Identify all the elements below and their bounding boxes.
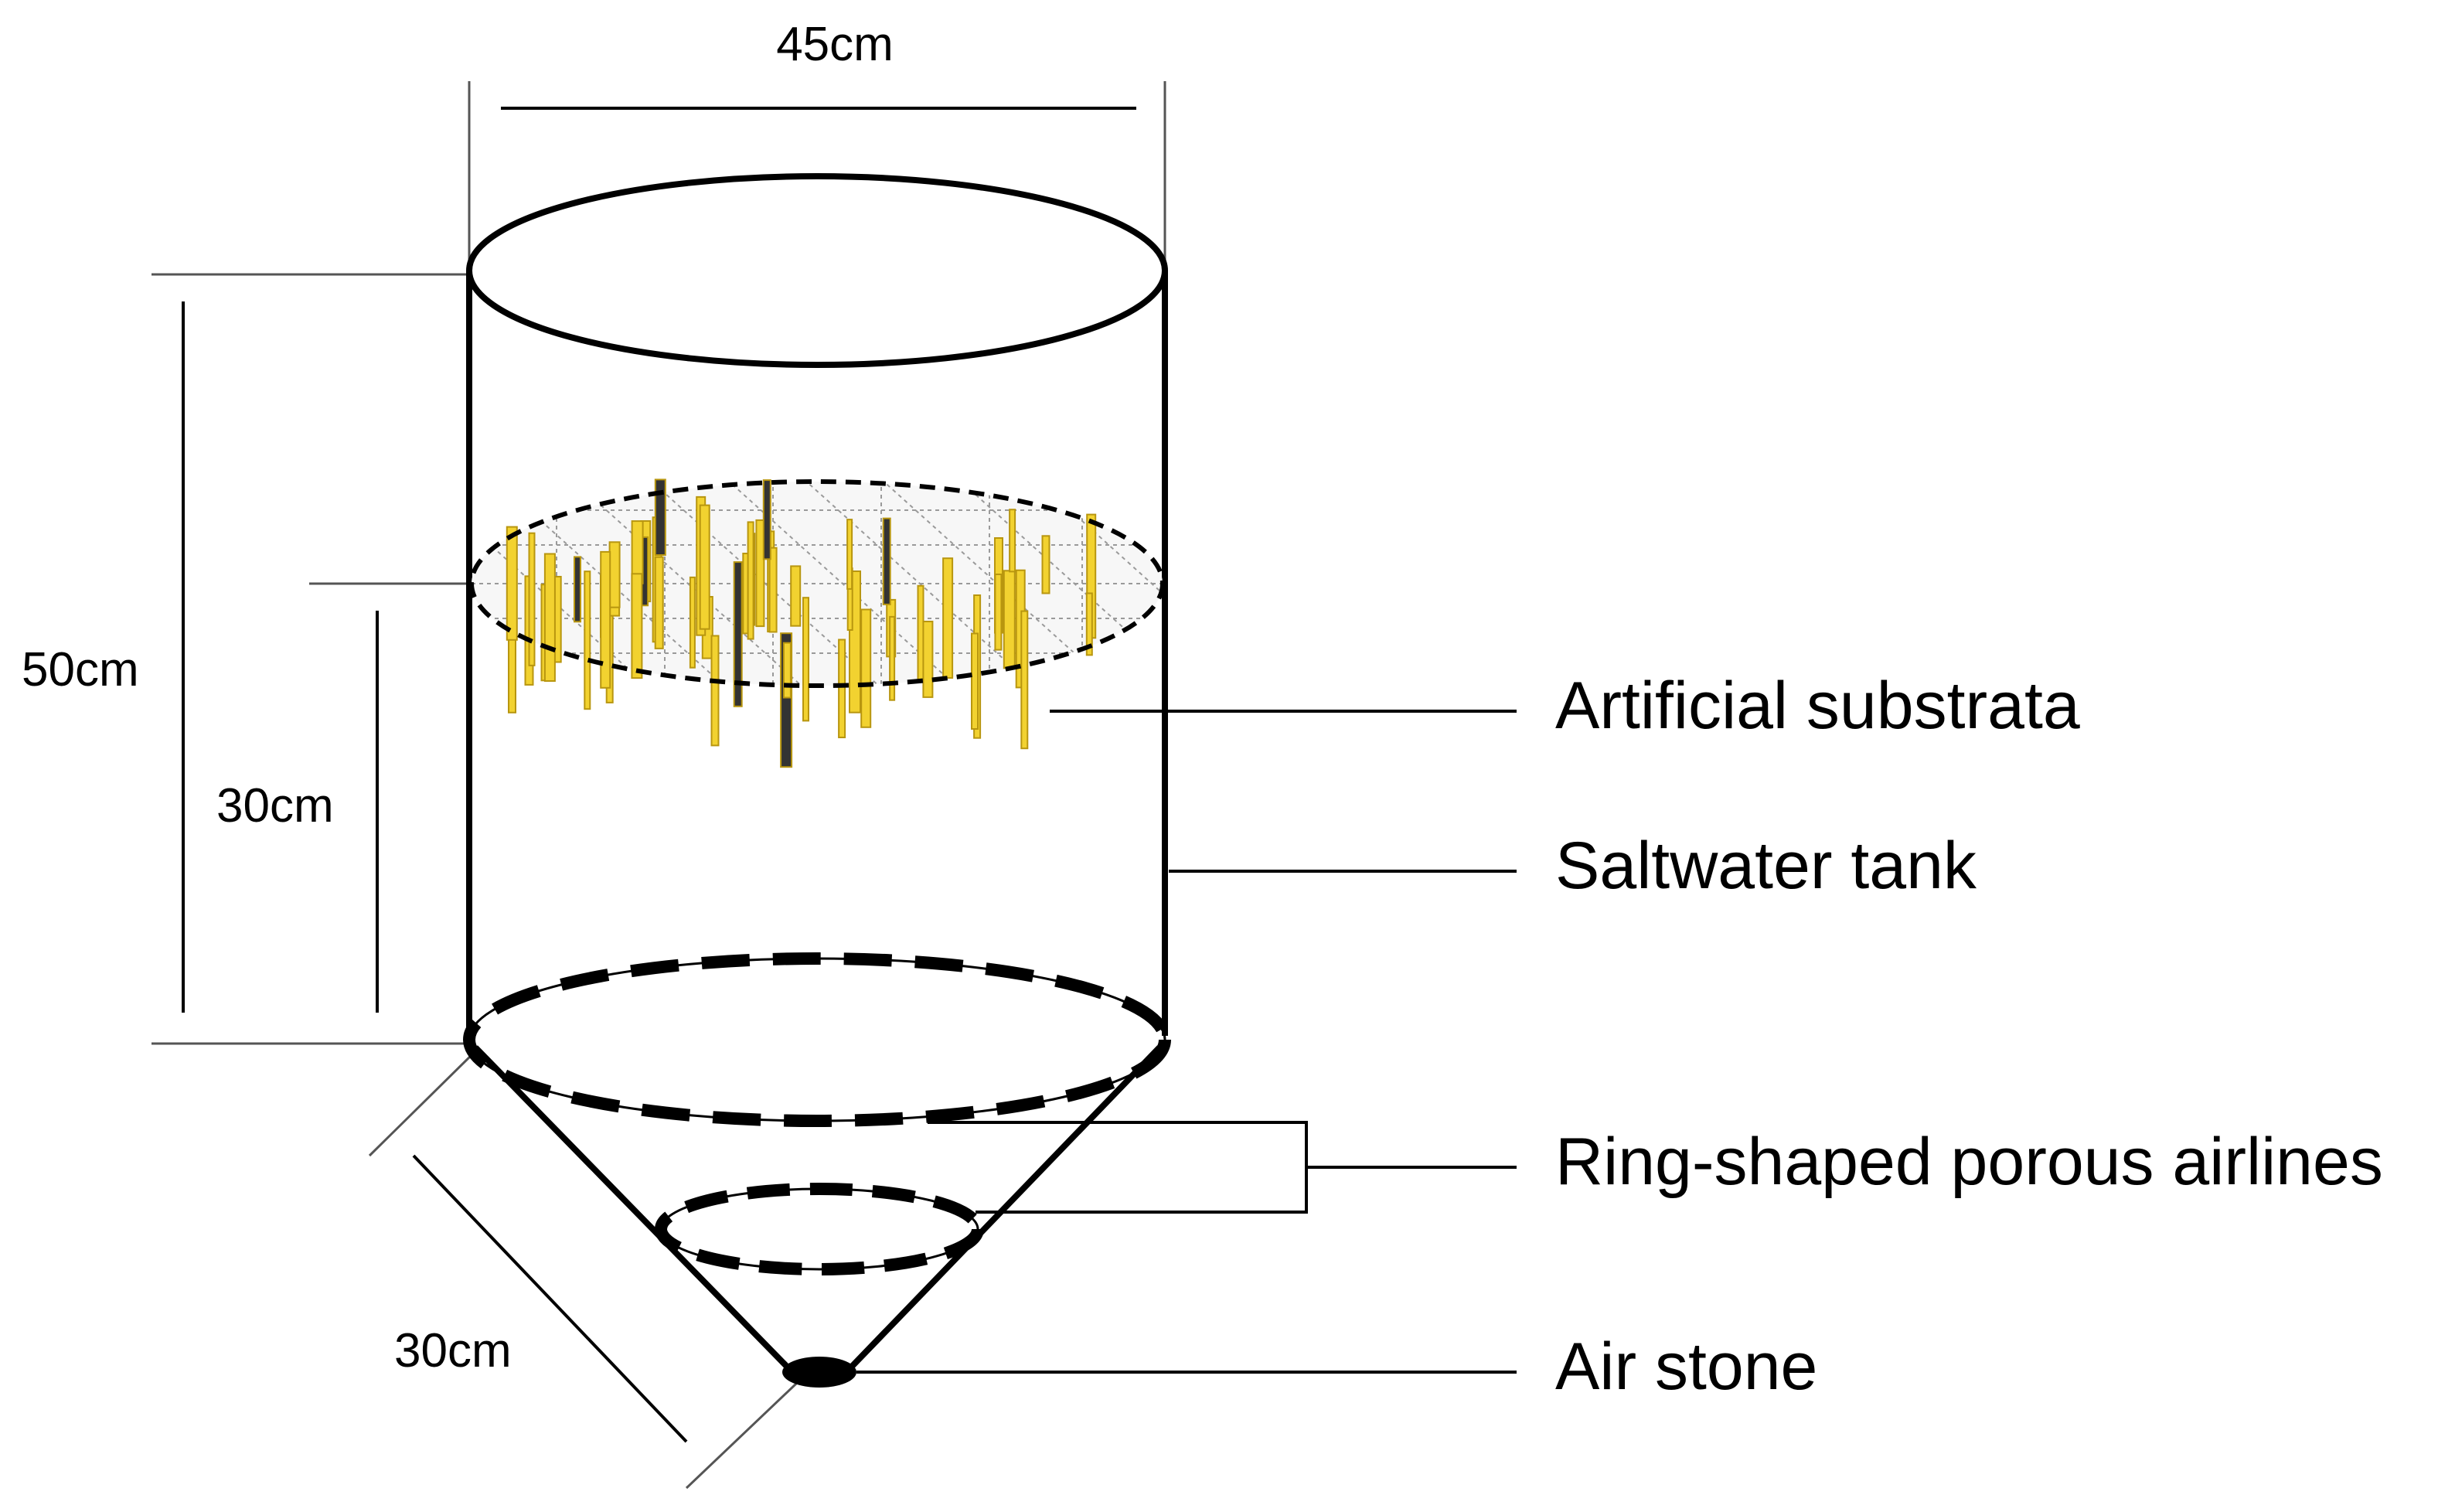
substrata-strip [1041,535,1050,594]
cone-left-wall [473,1045,795,1374]
substrata-strip [971,632,979,730]
substrata-strip [699,504,710,630]
substrata-strip [846,519,853,590]
substrata-strip [747,521,754,640]
substrata-strip [994,574,1003,651]
substrata-strip [768,547,778,633]
upper-ring-airline [463,952,1171,1127]
substrata-strip [733,561,743,707]
substrata-strip [1085,592,1093,656]
dimension-lines [182,107,1136,1443]
substrata-disc-outline [469,479,1165,688]
artificial-substrata [469,478,1165,768]
substrata-strip [860,608,872,728]
substrata-strip [710,635,720,747]
substrata-strip [889,615,896,701]
substrata-strip [574,556,581,623]
substrata-strip [654,478,666,557]
substrata-strip [631,573,643,679]
substrata-strip [762,479,771,560]
substrata-strips [506,478,1097,768]
substrata-strip [790,565,802,627]
substrata-strip [782,642,792,699]
callout-saltwater-tank: Saltwater tank [1555,829,1977,903]
callout-air-stone: Air stone [1555,1330,1817,1404]
substrata-strip [1009,509,1016,573]
substrata-strip [1020,610,1029,750]
cone-side-label: 30cm [394,1324,512,1377]
substrata-strip [922,621,934,698]
substrata-strip [689,576,696,669]
substrata-strip [1003,570,1016,669]
callout-ring-airlines: Ring-shaped porous airlines [1555,1125,2383,1199]
substrata-strip [802,597,809,722]
cone-side-dimension-line [412,1154,688,1443]
substrata-height-label: 30cm [216,779,334,833]
diameter-label: 45cm [776,18,894,71]
substrata-strip [654,556,664,649]
substrata-strip [543,553,556,682]
cone-extension-lower [685,1382,798,1490]
saltwater-tank [466,173,1168,1374]
substrata-strip [506,526,518,641]
tank-top-rim [466,173,1168,368]
air-stone [782,1357,856,1388]
substrata-strip [755,519,765,628]
substrata-strip [608,541,621,608]
substrata-strip [942,557,954,679]
substrata-strip [600,550,611,689]
ring-airlines [463,952,1171,1275]
substrata-strip [528,532,536,666]
substrata-strip [838,639,846,738]
substrata-strip [584,570,591,710]
leader-lines [856,710,1517,1374]
cone-extension-upper [368,1050,477,1157]
lower-ring-airline [655,1183,984,1275]
leader-ring-airlines-bracket [928,1121,1308,1214]
callout-artificial-substrata: Artificial substrata [1555,669,2080,743]
substrata-strip [882,517,891,605]
total-height-label: 50cm [22,643,139,696]
dimension-extension-lines [152,81,1166,1490]
cone-right-wall [844,1045,1162,1374]
